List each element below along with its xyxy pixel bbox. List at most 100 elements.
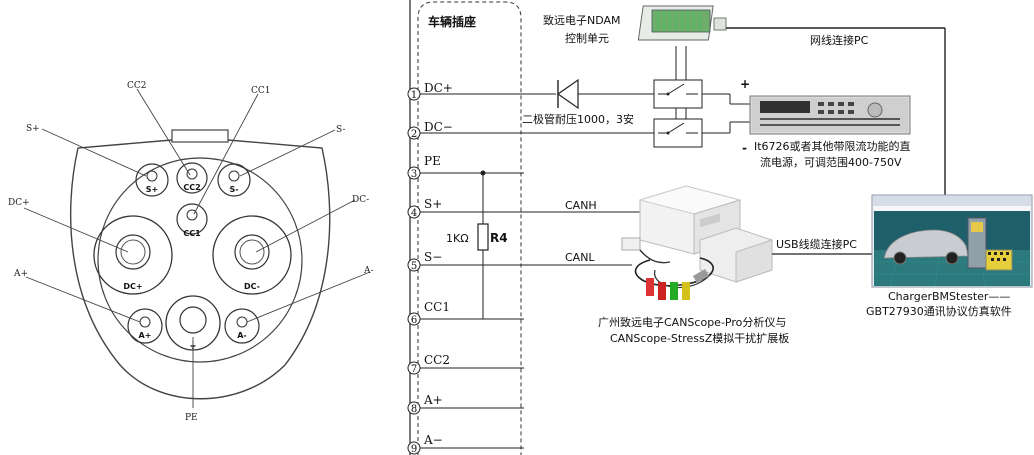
pin-label: A+ bbox=[139, 331, 152, 340]
pin-a-plus: A+ bbox=[127, 308, 163, 344]
connector-face: S+ CC2 S- CC1 DC+ DC- bbox=[8, 81, 374, 423]
canl-label: CANL bbox=[565, 251, 595, 264]
psu-plus-sign: + bbox=[740, 77, 750, 91]
ndam-label-line1: 致远电子NDAM bbox=[543, 13, 621, 27]
terminal-name: DC− bbox=[424, 120, 453, 134]
pin-cc2: CC2 bbox=[176, 162, 208, 194]
can-wires: CANH CANL bbox=[524, 199, 640, 266]
terminal-5: 5 S− bbox=[407, 250, 442, 272]
terminal-name: A+ bbox=[423, 393, 443, 407]
terminal-number: 9 bbox=[411, 444, 417, 455]
pin-label: CC1 bbox=[183, 229, 201, 238]
pin-s-minus: S- bbox=[217, 163, 251, 197]
terminal-4: 4 S+ bbox=[407, 197, 442, 219]
psu-knob-icon bbox=[867, 102, 883, 118]
terminal-6: 6 CC1 bbox=[407, 300, 450, 326]
pin-label: CC2 bbox=[183, 183, 200, 192]
pin-pointer-lines bbox=[23, 88, 371, 408]
connector-outer-shell bbox=[69, 139, 331, 400]
car-icon bbox=[883, 229, 969, 259]
terminal-number: 4 bbox=[411, 208, 417, 219]
ethernet-cable: 网线连接PC bbox=[726, 27, 946, 195]
pointer-label-dc-minus: DC- bbox=[352, 195, 369, 205]
pointer-label-cc2: CC2 bbox=[127, 81, 147, 91]
canscope-stress-board bbox=[621, 227, 773, 283]
yellow-clip-icon bbox=[682, 282, 690, 300]
terminal-9: 9 A− bbox=[407, 433, 443, 455]
pointer-label-dc-plus: DC+ bbox=[8, 198, 30, 208]
connector-inner-ring bbox=[97, 157, 303, 363]
pin-label: A- bbox=[237, 331, 247, 340]
terminal-name: CC2 bbox=[424, 353, 450, 367]
terminal-number: 2 bbox=[411, 129, 417, 140]
psu-minus-sign: - bbox=[742, 141, 747, 155]
pointer-label-s-minus: S- bbox=[336, 125, 346, 135]
psu-display bbox=[760, 101, 810, 113]
canh-label: CANH bbox=[565, 199, 597, 212]
dc-path: 二极管耐压1000，3安 + - bbox=[522, 46, 750, 155]
pin-a-minus: A- bbox=[224, 308, 260, 344]
canscope-label-line1: 广州致远电子CANScope-Pro分析仪与 bbox=[598, 315, 786, 329]
terminal-8: 8 A+ bbox=[407, 393, 443, 415]
red-clip-icon bbox=[658, 282, 666, 300]
resistor-value: 1KΩ bbox=[446, 232, 469, 245]
terminal-name: DC+ bbox=[424, 81, 453, 95]
pointer-label-a-plus: A+ bbox=[13, 269, 28, 279]
ethernet-label: 网线连接PC bbox=[810, 33, 869, 47]
pin-label: S- bbox=[229, 185, 238, 194]
connector-key-tab bbox=[171, 129, 229, 143]
socket-dashed-outline bbox=[417, 1, 522, 455]
ndam-terminal-block bbox=[651, 9, 711, 33]
terminal-number: 8 bbox=[411, 404, 417, 415]
terminal-wires bbox=[420, 93, 524, 449]
usb-label: USB线缆连接PC bbox=[776, 237, 857, 251]
relay-switch-lower bbox=[653, 118, 703, 148]
terminal-7: 7 CC2 bbox=[407, 353, 450, 375]
terminal-2: 2 DC− bbox=[407, 120, 453, 140]
dc-power-supply: It6726或者其他带限流功能的直 流电源，可调范围400-750V bbox=[749, 95, 911, 169]
pin-cc1: CC1 bbox=[176, 203, 208, 238]
terminal-number: 1 bbox=[411, 90, 417, 101]
pin-dc-plus: DC+ bbox=[93, 215, 173, 295]
socket-title: 车辆插座 bbox=[428, 14, 476, 29]
resistor-name: R4 bbox=[490, 231, 508, 245]
diode-note: 二极管耐压1000，3安 bbox=[522, 112, 634, 126]
red-clip-icon bbox=[646, 278, 654, 296]
pointer-label-cc1: CC1 bbox=[251, 86, 271, 96]
terminal-number: 3 bbox=[411, 169, 417, 180]
test-lead-cables bbox=[634, 257, 714, 300]
can-plug-icon bbox=[621, 237, 641, 251]
terminal-name: PE bbox=[424, 154, 441, 168]
pin-s-plus: S+ bbox=[135, 163, 169, 197]
software-label-line1: ChargerBMStester—— bbox=[888, 290, 1010, 303]
green-clip-icon bbox=[670, 282, 678, 300]
resistor-r4: 1KΩ R4 bbox=[446, 170, 508, 319]
ndam-control-unit: 致远电子NDAM 控制单元 bbox=[543, 5, 727, 45]
pin-label: DC- bbox=[244, 282, 260, 291]
terminal-name: S− bbox=[424, 250, 442, 264]
pin-dc-minus: DC- bbox=[212, 215, 292, 295]
psu-label-line1: It6726或者其他带限流功能的直 bbox=[754, 139, 911, 153]
pointer-label-s-plus: S+ bbox=[26, 124, 40, 134]
canscope-label-line2: CANScope-StressZ模拟干扰扩展板 bbox=[610, 331, 789, 345]
psu-label-line2: 流电源，可调范围400-750V bbox=[760, 155, 902, 169]
pointer-label-pe: PE bbox=[185, 413, 198, 423]
terminal-number: 5 bbox=[411, 261, 417, 272]
terminal-name: CC1 bbox=[424, 300, 450, 314]
terminal-name: A− bbox=[423, 433, 443, 447]
terminal-number: 6 bbox=[411, 315, 417, 326]
software-label-line2: GBT27930通讯协议仿真软件 bbox=[866, 304, 1012, 318]
pointer-label-a-minus: A- bbox=[363, 266, 374, 276]
ndam-label-line2: 控制单元 bbox=[565, 31, 609, 45]
diode-icon bbox=[556, 78, 579, 110]
vehicle-socket: 车辆插座 1 DC+ 2 DC− 3 PE 4 S+ 5 S− bbox=[407, 0, 524, 455]
relay-switch-upper bbox=[653, 79, 703, 109]
charger-bms-tester-window bbox=[871, 194, 1033, 288]
pin-label: S+ bbox=[146, 185, 158, 194]
pin-label: DC+ bbox=[123, 282, 142, 291]
terminal-name: S+ bbox=[424, 197, 442, 211]
terminal-number: 7 bbox=[411, 364, 417, 375]
terminal-1: 1 DC+ bbox=[407, 81, 453, 101]
usb-cable: USB线缆连接PC bbox=[772, 237, 872, 255]
